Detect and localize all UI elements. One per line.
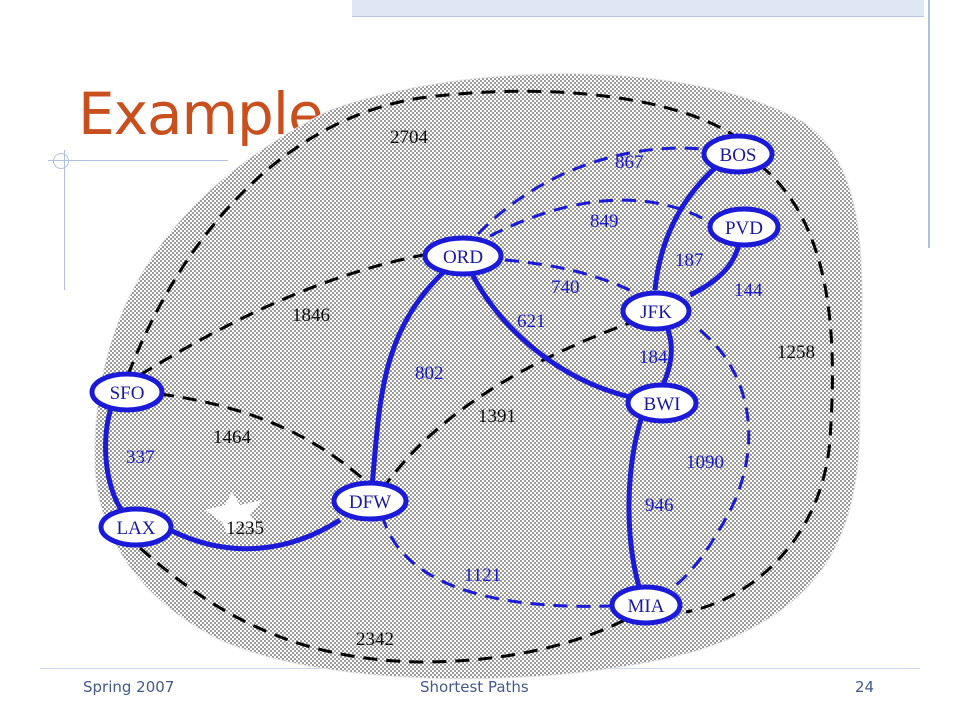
weight-ord-bos: 867 [615,152,644,173]
edge-dfw-ord [369,266,450,488]
weight-bwi-mia: 946 [645,495,674,516]
right-deco-line [928,0,930,248]
edge-sfo-lax [103,404,128,517]
top-deco-bar [352,0,924,17]
title-deco-line [48,160,228,161]
footer-topic: Shortest Paths [420,678,529,696]
edge-ord-bwi [467,268,631,400]
weight-ord-pvd: 849 [590,211,619,232]
weight-jfk-pvd: 144 [734,280,763,301]
weight-sfo-dfw: 1464 [213,427,252,448]
weight-jfk-bos: 187 [675,250,704,271]
edge-dfw-jfk [380,313,653,491]
node-label-mia: MIA [628,596,665,617]
weight-dfw-jfk: 1391 [478,406,516,427]
edge-dfw-mia [380,514,613,608]
edge-ord-bos [476,146,713,236]
node-mia [609,584,683,626]
node-bos [701,133,775,175]
edge-sfo-ord [139,250,441,377]
edge-ord-jfk [504,258,641,297]
footer-page-number: 24 [855,678,875,696]
edge-sfo-bos [126,89,734,376]
node-sfo [89,371,165,413]
node-label-dfw: DFW [349,492,391,513]
weight-jfk-mia: 1090 [686,452,724,473]
weight-sfo-lax: 337 [126,447,155,468]
node-dfw [331,480,409,522]
node-label-ord: ORD [443,247,483,268]
node-label-jfk: JFK [640,302,672,323]
node-label-bos: BOS [720,145,757,166]
node-ord [422,235,504,277]
path-marker [205,492,262,535]
node-pvd [707,206,781,248]
node-lax [98,506,174,548]
edge-bwi-mia [626,415,645,591]
weight-sfo-ord: 1846 [292,305,330,326]
weight-dfw-mia: 1121 [464,565,501,586]
deco-circle [53,153,69,169]
edge-lax-dfw [168,517,342,552]
node-bwi [625,382,699,424]
weight-jfk-bwi: 184 [639,347,668,368]
weight-sfo-bos: 2704 [390,127,429,148]
left-deco-line [64,150,65,290]
node-label-lax: LAX [116,518,155,539]
node-label-pvd: PVD [725,218,763,239]
edge-bos-mia [685,163,834,614]
weight-dfw-ord: 802 [415,363,444,384]
node-jfk [620,290,692,332]
edge-jfk-mia [669,328,751,592]
weight-ord-bwi: 621 [517,311,546,332]
edge-sfo-dfw [159,392,372,487]
node-label-bwi: BWI [644,394,681,415]
weight-bos-mia: 1258 [777,342,815,363]
edge-jfk-bos [652,166,717,291]
edge-lax-mia [139,546,641,664]
weight-lax-mia: 2342 [356,629,394,650]
node-label-sfo: SFO [110,383,145,404]
weight-lax-dfw: 1235 [226,518,264,539]
footer-date: Spring 2007 [83,678,175,696]
weight-ord-jfk: 740 [551,277,580,298]
